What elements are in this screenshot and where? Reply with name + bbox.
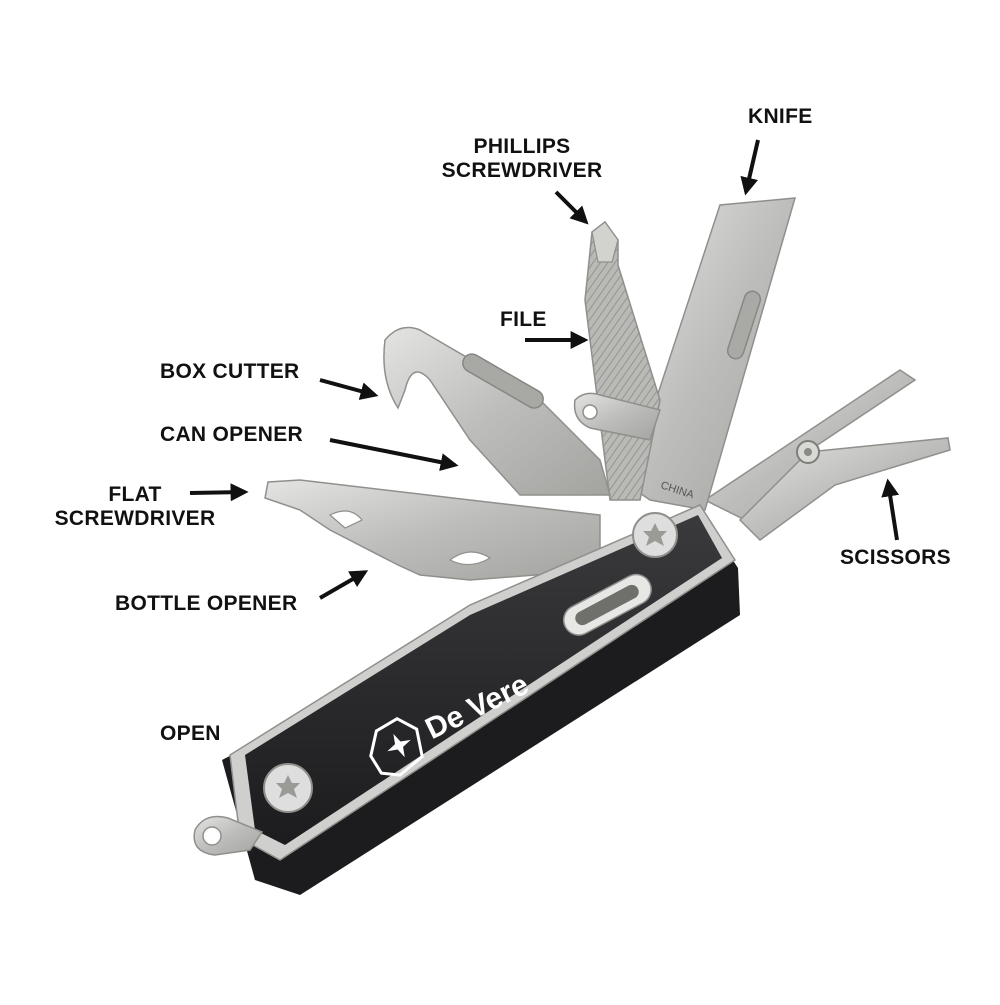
- flat-label-line1: FLAT: [108, 483, 162, 506]
- bottle-opener-tool: [264, 479, 601, 581]
- can-opener-label: CAN OPENER: [160, 423, 304, 446]
- key-loop-tool: [573, 392, 661, 441]
- handle-body: [193, 504, 740, 895]
- phillips-screwdriver-label: PHILLIPS SCREWDRIVER: [432, 135, 612, 183]
- scissors-label: SCISSORS: [840, 546, 951, 569]
- knife-label: KNIFE: [748, 105, 813, 128]
- scissors-tool: [703, 369, 951, 541]
- phillips-label-line2: SCREWDRIVER: [441, 159, 603, 182]
- knife-arrow: [740, 139, 760, 196]
- bottle-opener-arrow: [318, 570, 369, 600]
- file-label: FILE: [500, 308, 547, 331]
- flat-screwdriver-arrow: [189, 483, 249, 502]
- box-cutter-label: BOX CUTTER: [160, 360, 300, 383]
- box-cutter-arrow: [319, 378, 379, 400]
- box-cutter-tool: [383, 326, 611, 496]
- bottle-opener-label: BOTTLE OPENER: [115, 592, 298, 615]
- flat-label-line2: SCREWDRIVER: [54, 507, 216, 530]
- can-opener-arrow: [329, 438, 459, 472]
- open-label: OPEN: [160, 722, 221, 745]
- scissors-arrow: [881, 478, 900, 541]
- phillips-arrow: [554, 190, 589, 225]
- phillips-label-line1: PHILLIPS: [473, 135, 571, 158]
- callout-arrows: [189, 139, 900, 600]
- flat-screwdriver-label: FLAT SCREWDRIVER: [45, 483, 225, 531]
- knife-tool: CHINA: [627, 197, 797, 511]
